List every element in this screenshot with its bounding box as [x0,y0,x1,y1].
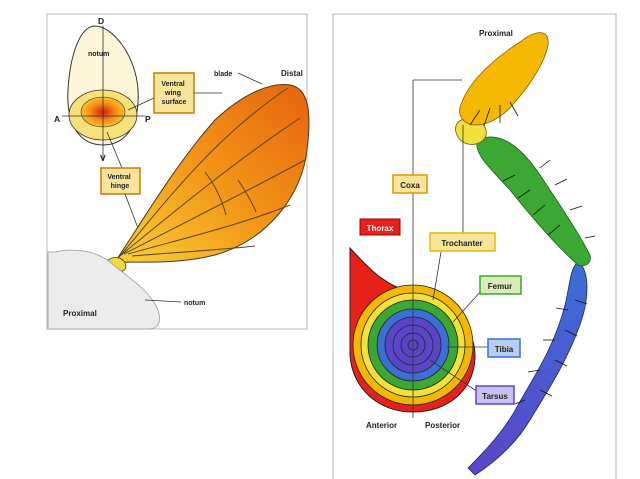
ventral-hinge-leader [106,131,123,169]
blade-leader [237,72,263,85]
leg-proximal-label: Proximal [479,29,513,38]
wing-proximal-label: Proximal [63,309,97,318]
femur-label: Femur [488,282,512,291]
axis-label-a: A [54,114,60,124]
wing-veins [117,87,306,259]
leg-disc: Anterior Posterior [349,80,476,430]
adult-wing: blade Distal [114,69,310,263]
trochanter-label: Trochanter [441,239,482,248]
distal-label: Distal [281,69,303,78]
ventral-surface-leader [127,97,155,111]
axis-label-v: V [100,153,106,163]
tibia-label: Tibia [495,345,514,354]
blade-label: blade [214,71,232,78]
tarsus-label: Tarsus [482,392,508,401]
thorax-label: Thorax [367,224,394,233]
wing-blade [114,83,310,263]
tarsus-box [475,385,515,405]
thorax-box [359,218,401,236]
tibia-box [487,338,521,358]
leg-bristles [469,101,596,405]
femur-box [479,275,522,295]
ventral-hinge-to-wing [124,193,139,229]
wing-panel: D V A P notum Ventral wing surface Ventr… [46,13,310,330]
tarsus-segment [467,261,588,476]
anterior-label: Anterior [366,421,397,430]
coxa-label: Coxa [400,181,420,190]
coxa-box [392,174,428,194]
axis-label-d: D [98,16,104,26]
axis-label-p: P [145,114,151,124]
posterior-label: Posterior [425,421,460,430]
adult-leg [455,32,596,476]
ventral-surface-box [153,72,195,114]
body-notum-leader [144,299,182,303]
trochanter-box [429,232,496,252]
ventral-hinge-label: Ventral hinge [107,174,132,190]
femur-segment [476,136,591,267]
leg-leader-lines [413,79,488,393]
leg-panel: Proximal A [332,13,617,479]
ventral-hinge-box [100,167,141,195]
coxa-segment [459,32,549,126]
wing-disc: D V A P notum [54,16,151,163]
disc-notum-label: notum [88,51,109,58]
ventral-surface-label: Ventral wing surface [161,81,186,106]
body-notum-label: notum [184,300,205,307]
fly-body [47,249,160,330]
